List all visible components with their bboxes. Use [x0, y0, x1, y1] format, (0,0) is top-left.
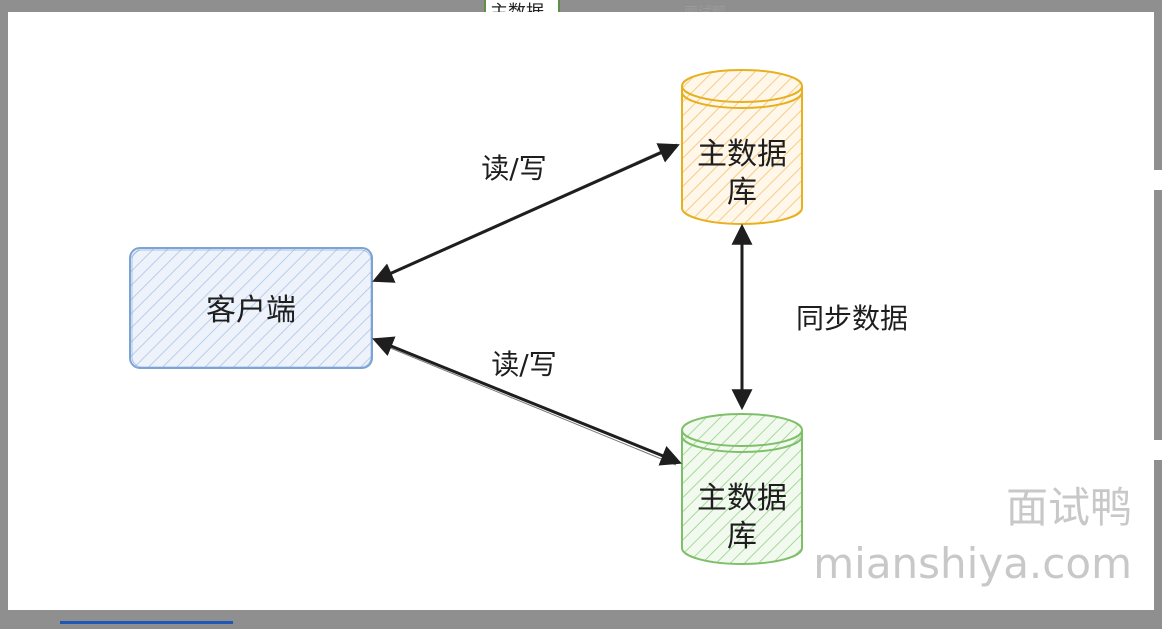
client-label: 客户端 — [206, 293, 296, 328]
replica-db-label-line1: 主数据 — [697, 481, 787, 516]
primary-db-label-line1: 主数据 — [697, 137, 787, 172]
background-text-snippet: 主数据 — [484, 0, 560, 12]
replica-database-node: 主数据 库 — [681, 413, 803, 565]
edge-client-primary — [372, 143, 680, 283]
edge-top-label: 读/写 — [481, 152, 546, 185]
right-edge-fragment — [1154, 170, 1162, 190]
edge-bottom-label: 读/写 — [491, 348, 556, 381]
primary-db-label-line2: 库 — [727, 175, 757, 210]
client-node: 客户端 — [129, 247, 373, 369]
replica-db-label-line2: 库 — [727, 519, 757, 554]
watermark-url: mianshiya.com — [813, 539, 1132, 588]
edge-client-replica — [372, 336, 682, 466]
primary-database-node: 主数据 库 — [681, 69, 803, 225]
image-frame: 客户端 主数据 库 主数据 库 读/写 读/写 — [8, 12, 1154, 610]
edge-sync-label: 同步数据 — [796, 302, 908, 335]
background-text-faded: 面试鸭 — [684, 0, 774, 12]
right-edge-fragment — [1154, 440, 1162, 460]
architecture-diagram: 客户端 主数据 库 主数据 库 读/写 读/写 — [129, 69, 1132, 588]
watermark-title: 面试鸭 — [1006, 483, 1132, 532]
bottom-accent-bar — [60, 621, 233, 624]
